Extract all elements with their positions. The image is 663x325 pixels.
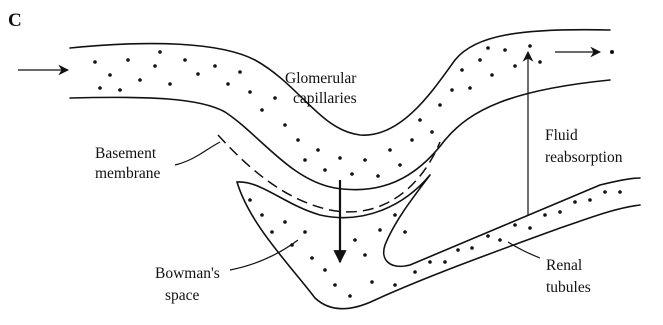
label-basement-1: Basement — [95, 145, 157, 162]
label-basement-2: membrane — [95, 165, 161, 182]
panel-label: C — [8, 10, 22, 31]
label-fluid-2: reabsorption — [545, 149, 623, 166]
label-glomerular-1: Glomerular — [285, 70, 357, 87]
renal-tubules-leader — [508, 242, 540, 258]
label-renal-2: tubules — [546, 279, 591, 296]
outflow-dot — [610, 50, 614, 54]
label-bowman-1: Bowman's — [155, 265, 220, 282]
label-renal-1: Renal — [546, 257, 582, 274]
label-fluid-1: Fluid — [545, 127, 578, 144]
label-glomerular-2: capillaries — [293, 90, 357, 107]
basement-membrane-leader — [175, 142, 220, 165]
capillary-particles — [93, 44, 542, 178]
label-bowman-2: space — [165, 287, 200, 304]
